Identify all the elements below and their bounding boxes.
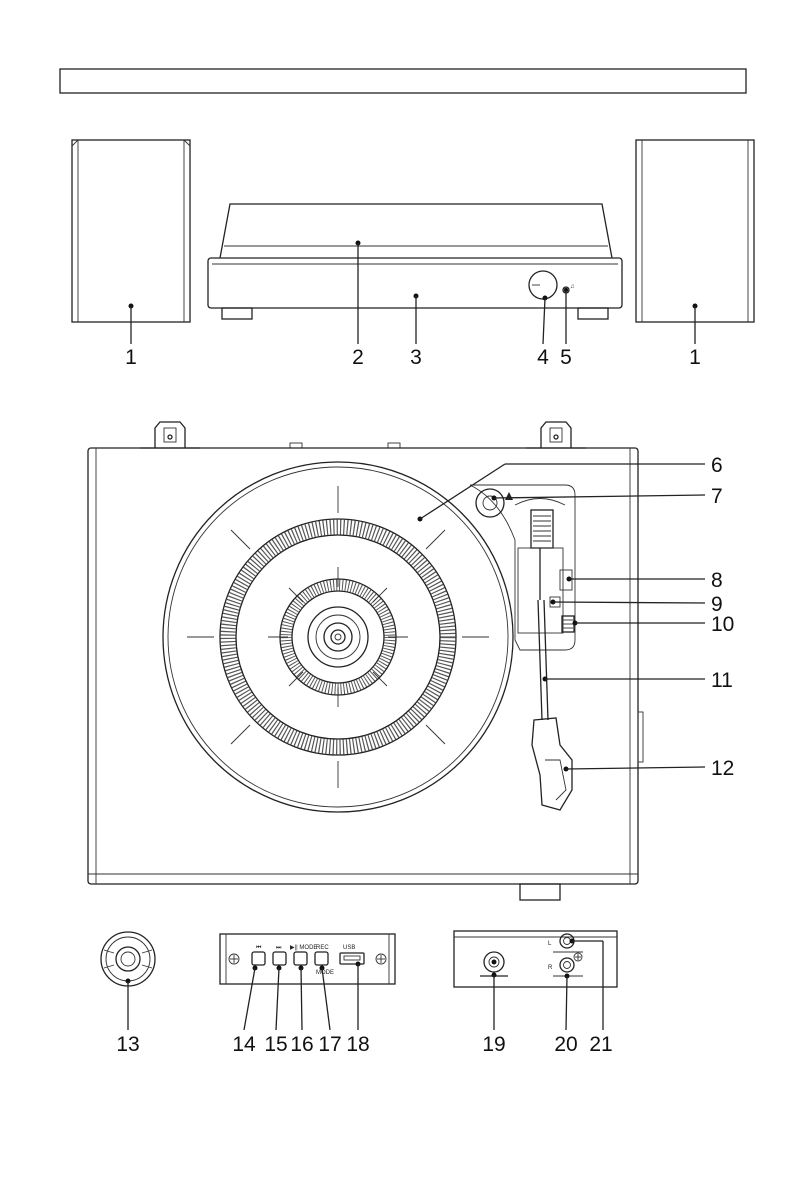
callout-19: 19 — [482, 1033, 505, 1056]
callout-10: 10 — [711, 613, 734, 636]
callout-14: 14 — [232, 1033, 256, 1056]
turntable-front: ♫ — [208, 204, 622, 319]
svg-text:L: L — [548, 941, 552, 947]
callout-11: 11 — [711, 669, 733, 692]
rec-button[interactable] — [315, 952, 328, 965]
callout-16: 16 — [290, 1033, 313, 1056]
callout-5: 5 — [560, 346, 572, 369]
speaker-left — [72, 140, 190, 322]
play-mode-label: ▶|| MODE — [290, 945, 317, 951]
callout-20: 20 — [554, 1033, 577, 1056]
callout-2: 2 — [352, 346, 364, 369]
callout-3: 3 — [410, 346, 422, 369]
prev-label: ⏮ — [256, 945, 262, 951]
next-button[interactable] — [273, 952, 286, 965]
control-panel: ⏮ ⏭ ▶|| MODE REC MODE USB — [220, 934, 395, 1030]
play-mode-button[interactable] — [294, 952, 307, 965]
mode-label: MODE — [316, 970, 334, 976]
callout-8: 8 — [711, 569, 723, 592]
callout-17: 17 — [318, 1033, 341, 1056]
callout-7: 7 — [711, 485, 723, 508]
callout-21: 21 — [589, 1033, 612, 1056]
rear-panel: L R — [454, 931, 617, 1030]
usb-label: USB — [343, 945, 355, 951]
callout-18: 18 — [346, 1033, 369, 1056]
svg-text:R: R — [548, 965, 553, 971]
bottom-callouts: 13 14 15 16 17 18 19 20 21 — [116, 1033, 612, 1056]
adapter-45rpm — [101, 932, 155, 1030]
callout-1-right: 1 — [689, 346, 701, 369]
callout-15: 15 — [264, 1033, 287, 1056]
callout-1-left: 1 — [125, 346, 137, 369]
turntable-top — [88, 422, 643, 900]
next-label: ⏭ — [276, 945, 282, 951]
rec-label: REC — [316, 945, 329, 951]
callout-13: 13 — [116, 1033, 139, 1056]
callout-6: 6 — [711, 454, 723, 477]
svg-text:♫: ♫ — [570, 284, 575, 290]
speaker-right — [636, 140, 754, 322]
callout-4: 4 — [537, 346, 549, 369]
title-box — [60, 69, 746, 93]
top-callouts: 6 7 8 9 10 11 12 — [711, 454, 734, 780]
callout-12: 12 — [711, 757, 734, 780]
prev-button[interactable] — [252, 952, 265, 965]
front-callouts: 1 2 3 4 5 1 — [125, 346, 701, 369]
